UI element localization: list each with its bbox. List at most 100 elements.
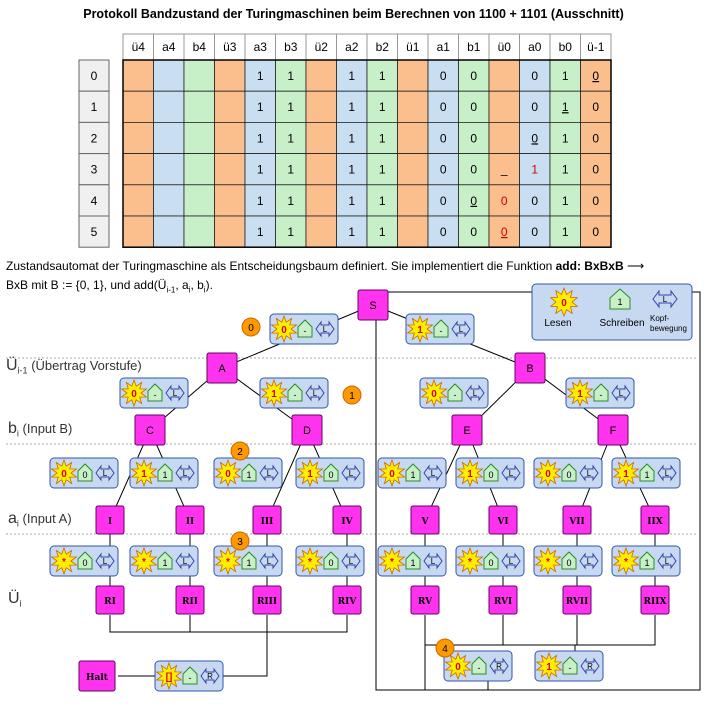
transition-box <box>443 650 513 682</box>
tape-symbol: 1 <box>348 163 355 177</box>
state-label: RIIX <box>644 597 667 607</box>
transition-23: 0-R <box>443 650 513 682</box>
read-star-icon <box>130 546 158 576</box>
read-symbol: [] <box>166 672 173 683</box>
transition-box <box>213 545 283 577</box>
transition-box <box>611 545 681 577</box>
write-arrow-icon <box>241 463 257 482</box>
write-arrow-icon <box>157 551 173 570</box>
tape-cell <box>458 215 490 248</box>
tape-cell <box>519 215 551 248</box>
level-label-tail: (Übertrag Vorstufe) <box>27 358 142 373</box>
state-node-ri <box>95 585 125 615</box>
read-star-icon <box>120 378 148 408</box>
tape-symbol: 1 <box>287 194 294 208</box>
row-label-cell <box>78 215 110 248</box>
tape-symbol: 0 <box>531 100 538 114</box>
state-node-ii <box>175 505 205 535</box>
write-symbol: 1 <box>410 558 415 568</box>
tape-symbol: 1 <box>257 163 264 177</box>
tape-symbol: 0 <box>531 225 538 239</box>
write-arrow-icon <box>323 551 339 570</box>
description-text-2: BxB mit B := {0, 1}, und add(Ü <box>6 278 167 292</box>
transition-box <box>377 457 447 489</box>
tape-symbol: 0 <box>531 69 538 83</box>
move-symbol: L <box>183 557 188 566</box>
move-symbol: L <box>173 389 178 398</box>
move-arrow-icon <box>259 552 279 570</box>
move-arrow-icon <box>175 464 195 482</box>
tape-symbol: 0 <box>592 225 599 239</box>
tape-symbol: 1 <box>562 131 569 145</box>
header-label: b1 <box>467 40 481 54</box>
move-arrow-icon <box>315 320 335 338</box>
tape-symbol: 1 <box>257 225 264 239</box>
tape-symbol: 0 <box>440 131 447 145</box>
tree-edge <box>424 429 468 521</box>
tape-cell <box>214 215 246 248</box>
read-symbol: 1 <box>271 389 277 400</box>
level-label-main: b <box>8 420 17 437</box>
write-arrow-icon <box>77 551 93 570</box>
read-star-icon <box>296 546 324 576</box>
read-star-icon <box>378 458 406 488</box>
tape-symbol: 1 <box>287 225 294 239</box>
tape-cell <box>519 59 551 92</box>
write-arrow-icon <box>562 656 578 675</box>
move-arrow-icon <box>489 657 509 675</box>
move-arrow-icon <box>501 552 521 570</box>
read-star-icon <box>534 458 562 488</box>
read-symbol: 1 <box>577 389 583 400</box>
state-label: I <box>108 517 112 527</box>
tape-symbol: 0 <box>592 69 599 83</box>
transition-5: 0-L <box>419 377 489 409</box>
state-node-vii <box>562 505 592 535</box>
description-sub-1: i-1 <box>166 285 176 295</box>
tape-cell <box>153 90 185 123</box>
state-label: S <box>369 300 376 312</box>
read-symbol: * <box>468 557 472 568</box>
read-symbol: * <box>390 557 394 568</box>
tape-cell <box>214 59 246 92</box>
tape-symbol: 1 <box>287 69 294 83</box>
read-star-icon <box>260 378 288 408</box>
read-symbol: 0 <box>545 469 551 480</box>
move-symbol: L <box>267 557 272 566</box>
state-label: RIV <box>338 597 358 607</box>
state-label: III <box>261 517 274 527</box>
step-badge-label: 4 <box>442 644 448 655</box>
tape-symbol: 1 <box>348 100 355 114</box>
step-badge-label: 1 <box>349 391 355 402</box>
tree-edge <box>221 367 308 431</box>
tape-cell <box>153 153 185 186</box>
tape-symbol: 1 <box>379 69 386 83</box>
tree-edge <box>266 429 308 521</box>
move-arrow-icon <box>465 384 485 402</box>
header-cell <box>366 33 398 61</box>
tape-cell <box>458 90 490 123</box>
write-arrow-icon <box>483 551 499 570</box>
step-badge-label: 0 <box>248 323 254 334</box>
tape-symbol: 0 <box>440 100 447 114</box>
tape-cell <box>244 184 276 217</box>
move-symbol: L <box>587 557 592 566</box>
row-label: 1 <box>91 100 98 114</box>
state-node-vi <box>488 505 518 535</box>
write-symbol: - <box>454 390 457 400</box>
move-arrow-icon <box>341 552 361 570</box>
state-label: RVI <box>494 597 512 607</box>
state-label: A <box>218 363 226 375</box>
read-symbol: 0 <box>281 325 287 336</box>
tree-edge <box>612 429 656 521</box>
write-arrow-icon <box>433 319 449 338</box>
read-symbol: 0 <box>455 662 461 673</box>
write-symbol: 0 <box>328 558 333 568</box>
move-symbol: L <box>267 469 272 478</box>
move-symbol: L <box>349 469 354 478</box>
tape-cell <box>153 122 185 155</box>
state-label: IV <box>341 517 353 527</box>
